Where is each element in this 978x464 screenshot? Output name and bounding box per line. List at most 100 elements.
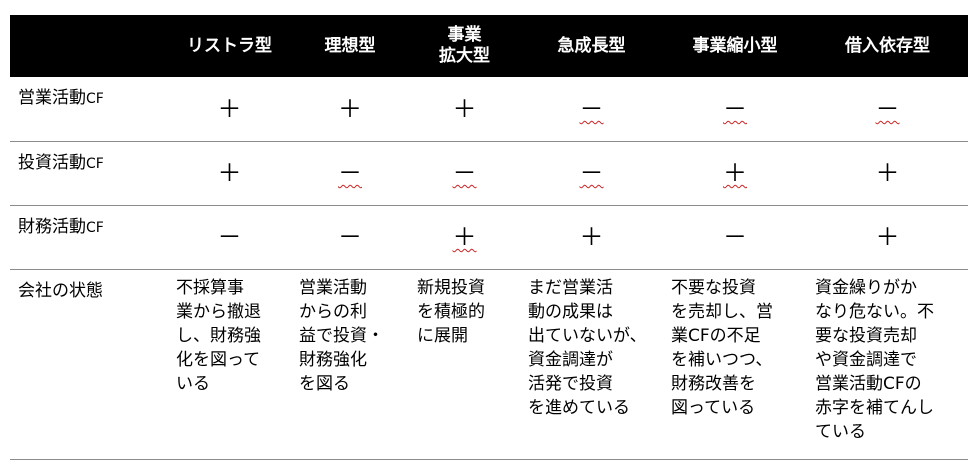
sign-cell: ＋ xyxy=(168,77,291,142)
header-borrowing-dependent: 借入依存型 xyxy=(807,15,968,77)
description-line: し、財務強 xyxy=(176,325,261,346)
row-financing-cf: 財務活動CF － － ＋ ＋ － ＋ xyxy=(10,205,968,270)
description-line: 益で投資・ xyxy=(299,325,384,346)
sign-cell: － xyxy=(807,77,968,142)
description-line: 不要な投資 xyxy=(671,277,756,298)
header-line: 理想型 xyxy=(324,35,376,56)
row-label-suffix: CF xyxy=(86,219,104,236)
description-line: まだ営業活 xyxy=(528,277,613,298)
header-row: リストラ型 理想型 事業 拡大型 急成長型 事業縮小型 借入依存型 xyxy=(10,15,968,77)
state-description-ideal: 営業活動 からの利 益で投資・ 財務強化 を図る xyxy=(291,269,409,460)
sign-value: ＋ xyxy=(217,94,242,123)
description-line: を補いつつ、 xyxy=(671,349,773,370)
sign-value: ＋ xyxy=(875,223,900,251)
sign-cell: ＋ xyxy=(807,205,968,270)
description-line: 資金調達が xyxy=(528,349,613,370)
state-description-business-expansion: 新規投資 を積極的 に展開 xyxy=(409,269,520,460)
description-line: を進めている xyxy=(528,397,630,418)
sign-value: － xyxy=(338,223,362,251)
sign-value: － xyxy=(723,223,747,251)
description-line: を積極的 xyxy=(417,301,485,322)
row-label-investing-cf: 投資活動CF xyxy=(10,141,168,206)
description-line: いる xyxy=(176,373,210,394)
sign-value: ＋ xyxy=(452,94,477,123)
sign-value: － xyxy=(217,223,242,251)
sign-value: － xyxy=(723,94,747,123)
state-description-business-reduction: 不要な投資 を売却し、営 業CFの不足 を補いつつ、 財務改善を 図っている xyxy=(663,269,807,460)
header-line: 事業縮小型 xyxy=(692,35,778,56)
description-line: や資金調達で xyxy=(815,349,917,370)
sign-value: ＋ xyxy=(579,223,604,251)
sign-cell: － xyxy=(520,77,663,142)
description-line: 営業活動 xyxy=(299,277,367,298)
row-investing-cf: 投資活動CF ＋ － － － ＋ ＋ xyxy=(10,141,968,206)
description-line: 営業活動CFの xyxy=(815,373,922,394)
sign-value: － xyxy=(579,159,604,187)
sign-value: ＋ xyxy=(338,94,362,123)
sign-cell: ＋ xyxy=(663,141,807,206)
row-operating-cf: 営業活動CF ＋ ＋ ＋ － － － xyxy=(10,77,968,142)
header-ideal: 理想型 xyxy=(291,15,409,77)
row-label-operating-cf: 営業活動CF xyxy=(10,77,168,142)
row-label-suffix: CF xyxy=(86,91,104,107)
header-line: 借入依存型 xyxy=(845,35,930,56)
header-line: 急成長型 xyxy=(557,35,626,56)
row-label-text: 投資活動 xyxy=(18,152,86,173)
sign-value: － xyxy=(452,159,477,187)
row-label-suffix: CF xyxy=(86,155,104,172)
state-description-rapid-growth: まだ営業活 動の成果は 出ていないが、 資金調達が 活発で投資 を進めている xyxy=(520,269,663,460)
sign-cell: ＋ xyxy=(520,205,663,270)
header-line: リストラ型 xyxy=(187,35,272,56)
description-line: からの利 xyxy=(299,301,367,322)
description-line: に展開 xyxy=(417,325,468,346)
description-line: 財務強化 xyxy=(299,349,367,370)
description-line: 活発で投資 xyxy=(528,373,613,394)
state-description-borrowing-dependent: 資金繰りがか なり危ない。不 要な投資売却 や資金調達で 営業活動CFの 赤字を… xyxy=(807,269,968,460)
description-line: 業から撤退 xyxy=(176,301,261,322)
description-line: を売却し、営 xyxy=(671,301,773,322)
sign-value: － xyxy=(338,159,362,187)
description-line: を図る xyxy=(299,373,350,394)
sign-cell: － xyxy=(291,205,409,270)
sign-cell: － xyxy=(168,205,291,270)
description-line: 新規投資 xyxy=(417,277,485,298)
header-corner-cell xyxy=(10,15,168,77)
header-rapid-growth: 急成長型 xyxy=(520,15,663,77)
sign-cell: － xyxy=(291,141,409,206)
description-line: 不採算事 xyxy=(176,277,244,298)
description-line: 資金繰りがか xyxy=(815,277,917,298)
cash-flow-pattern-table: リストラ型 理想型 事業 拡大型 急成長型 事業縮小型 借入依存型 営業活動CF… xyxy=(10,15,968,460)
sign-cell: ＋ xyxy=(291,77,409,142)
sign-cell: － xyxy=(409,141,520,206)
row-label-company-state: 会社の状態 xyxy=(10,269,168,460)
description-line: ている xyxy=(815,421,866,442)
row-label-text: 財務活動 xyxy=(18,216,86,237)
description-line: 動の成果は xyxy=(528,301,613,322)
sign-value: － xyxy=(579,94,604,123)
description-line: 要な投資売却 xyxy=(815,325,917,346)
sign-cell: ＋ xyxy=(409,205,520,270)
description-line: 図っている xyxy=(671,397,756,418)
row-company-state: 会社の状態 不採算事 業から撤退 し、財務強 化を図って いる 営業活動 からの… xyxy=(10,269,968,460)
description-line: 出ていないが、 xyxy=(528,325,647,346)
description-line: なり危ない。不 xyxy=(815,301,934,322)
row-label-text: 営業活動 xyxy=(18,88,86,108)
sign-cell: ＋ xyxy=(409,77,520,142)
sign-cell: － xyxy=(520,141,663,206)
row-label-financing-cf: 財務活動CF xyxy=(10,205,168,270)
sign-cell: － xyxy=(663,205,807,270)
description-line: 赤字を補てんし xyxy=(815,397,934,418)
sign-value: － xyxy=(875,94,900,123)
header-line: 事業 xyxy=(447,25,482,45)
sign-value: ＋ xyxy=(452,223,477,251)
sign-cell: ＋ xyxy=(807,141,968,206)
state-description-restructuring: 不採算事 業から撤退 し、財務強 化を図って いる xyxy=(168,269,291,460)
header-business-reduction: 事業縮小型 xyxy=(663,15,807,77)
description-line: 化を図って xyxy=(176,349,261,370)
sign-cell: － xyxy=(663,77,807,142)
description-line: 財務改善を xyxy=(671,373,756,394)
sign-value: ＋ xyxy=(723,159,747,187)
header-business-expansion: 事業 拡大型 xyxy=(409,15,520,77)
sign-value: ＋ xyxy=(875,159,900,187)
header-restructuring: リストラ型 xyxy=(168,15,291,77)
